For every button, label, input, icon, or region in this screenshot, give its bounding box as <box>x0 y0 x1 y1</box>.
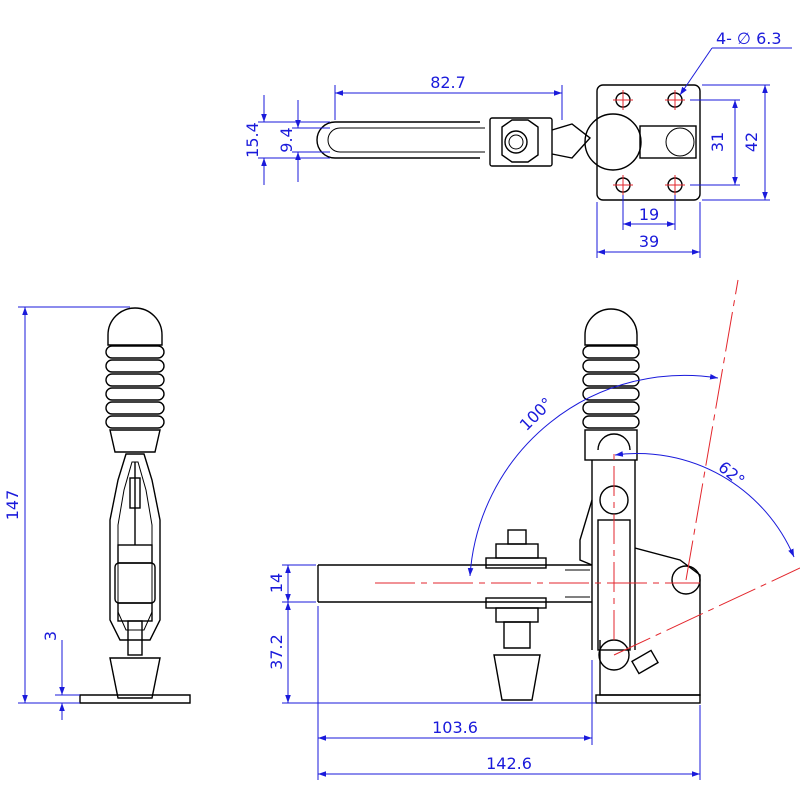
dim-overall-length: 142.6 <box>486 754 532 773</box>
centerline-handle-open <box>685 279 739 581</box>
dim-handle-angle: 62° <box>715 457 749 490</box>
dim-arm-length: 82.7 <box>430 73 466 92</box>
dim-bar-height-from-base: 37.2 <box>267 634 286 670</box>
side-spindle <box>503 621 531 649</box>
dim-hole-spacing-vertical: 31 <box>708 132 727 152</box>
dim-arm-reach: 103.6 <box>432 718 478 737</box>
hole-callout: 4- ∅ 6.3 <box>716 29 782 48</box>
top-bar-outline <box>316 121 480 159</box>
centerline-handle-closed <box>613 567 800 656</box>
dim-hole-spacing-horizontal: 19 <box>639 205 659 224</box>
top-spindle <box>504 130 528 154</box>
side-upper-nut <box>495 543 539 559</box>
front-spindle <box>127 620 143 656</box>
arc-open-angle <box>467 373 719 577</box>
dim-overall-height: 147 <box>3 490 22 521</box>
top-nut-block <box>489 117 553 167</box>
dim-base-thickness: 3 <box>41 631 60 641</box>
front-handle-tip <box>107 307 163 346</box>
side-stop <box>631 649 659 675</box>
top-hex-nut <box>501 119 539 163</box>
dim-bar-height: 9.4 <box>277 127 296 152</box>
top-bar-slot <box>327 127 485 153</box>
dim-base-height: 42 <box>742 132 761 152</box>
side-rubber-pad <box>493 654 541 701</box>
dim-base-width: 39 <box>639 232 659 251</box>
front-view: 147 3 <box>3 306 191 720</box>
side-view: 100° 62° 14 37.2 103.6 142.6 <box>267 279 800 780</box>
side-lower-nut <box>495 607 539 623</box>
dim-bar-thickness: 14 <box>267 573 286 593</box>
top-view: 82.7 15.4 9.4 4- ∅ 6.3 31 42 19 <box>243 29 792 258</box>
dim-open-angle: 100° <box>516 394 557 435</box>
front-rubber-pad <box>109 657 161 699</box>
front-nut <box>117 544 153 564</box>
top-handle-body <box>639 125 697 159</box>
top-base-plate <box>596 84 701 201</box>
front-linkage-frame <box>109 453 161 641</box>
side-base <box>595 694 701 704</box>
side-handle-tip <box>584 308 638 346</box>
front-nut <box>117 602 153 622</box>
dim-bar-slot: 15.4 <box>243 122 262 158</box>
top-linkage <box>551 123 592 159</box>
top-handle-boss <box>584 113 642 171</box>
front-base <box>79 694 191 704</box>
arc-handle-angle <box>614 451 795 558</box>
front-clamp-block <box>114 562 156 604</box>
